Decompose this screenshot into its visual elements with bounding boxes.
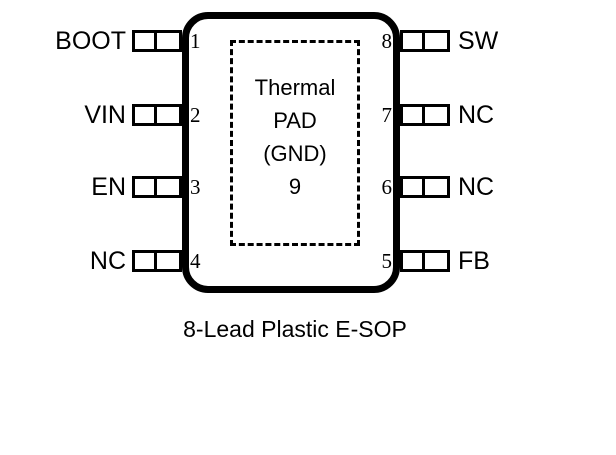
pin-pad-8-divider <box>403 33 425 49</box>
pin-label-nc-4: NC <box>89 247 126 275</box>
pin-pad-5 <box>400 250 450 272</box>
pin-pad-8 <box>400 30 450 52</box>
pin-pad-3 <box>132 176 182 198</box>
pin-pad-6 <box>400 176 450 198</box>
pin-label-fb: FB <box>458 247 490 275</box>
pin-pad-7-divider <box>403 107 425 123</box>
pin-pad-3-divider <box>135 179 157 195</box>
thermal-pad-text-line1: Thermal <box>254 75 336 100</box>
pin-label-vin: VIN <box>84 101 126 129</box>
pin-label-nc-6: NC <box>458 173 495 201</box>
pin-number-1: 1 <box>190 29 201 53</box>
pin-pad-6-divider <box>403 179 425 195</box>
thermal-pad-outline: Thermal PAD (GND) 9 <box>230 40 360 246</box>
pin-label-sw: SW <box>458 27 499 55</box>
pin-pad-5-divider <box>403 253 425 269</box>
pin-pad-1-divider <box>135 33 157 49</box>
thermal-pad-text-line3: (GND) <box>263 141 327 166</box>
pin-number-6: 6 <box>381 175 393 199</box>
pin-pad-4-divider <box>135 253 157 269</box>
pin-number-5: 5 <box>381 249 393 273</box>
pin-label-nc-7: NC <box>458 101 495 129</box>
pin-number-4: 4 <box>190 249 201 273</box>
pin-number-2: 2 <box>190 103 201 127</box>
thermal-pad-text-line2: PAD <box>273 108 317 133</box>
ic-package-body <box>182 12 400 293</box>
pin-label-boot: BOOT <box>55 27 126 55</box>
pin-pad-2 <box>132 104 182 126</box>
pin-pad-2-divider <box>135 107 157 123</box>
pin-label-en: EN <box>91 173 126 201</box>
pin-pad-7 <box>400 104 450 126</box>
package-caption: 8-Lead Plastic E-SOP <box>183 316 407 342</box>
pin-pad-4 <box>132 250 182 272</box>
pin-number-7: 7 <box>381 103 393 127</box>
pin-number-3: 3 <box>190 175 201 199</box>
thermal-pad-pin-number: 9 <box>288 174 302 199</box>
pin-number-8: 8 <box>381 29 393 53</box>
pin-pad-1 <box>132 30 182 52</box>
